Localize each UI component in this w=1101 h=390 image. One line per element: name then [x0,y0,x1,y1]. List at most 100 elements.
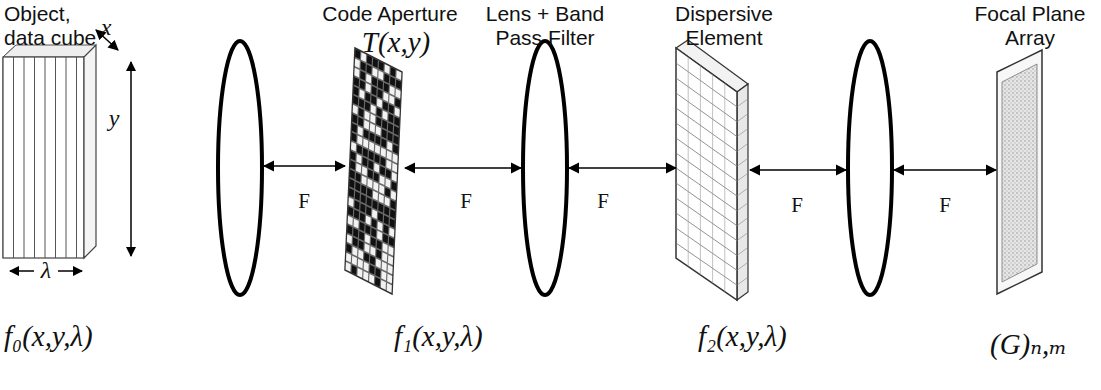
aperture-cell [362,166,367,176]
aperture-cell [355,49,360,59]
aperture-cell [371,228,376,238]
signal-label: f₂(x,y,λ) [698,320,868,352]
aperture-cell [374,163,379,173]
aperture-cell [383,92,388,102]
aperture-cell [385,64,390,74]
aperture-cell [390,209,395,219]
aperture-cell [369,132,374,142]
aperture-cell [369,141,374,151]
aperture-cell [372,209,377,219]
aperture-cell [370,246,375,256]
aperture-cell [357,135,362,145]
axis-label: x [96,14,116,41]
aperture-cell [351,132,356,142]
aperture-cell [368,169,373,179]
grating-line [737,143,748,151]
aperture-cell [365,101,370,111]
aperture-cell [371,104,376,114]
aperture-cell [389,227,394,237]
component-label: Dispersive Element [664,2,784,49]
aperture-cell [388,132,393,142]
aperture-cell [381,280,386,290]
aperture-cell [364,262,369,272]
aperture-cell [373,181,378,191]
aperture-cell [380,157,385,167]
aperture-cell [358,117,363,127]
aperture-cell [389,104,394,114]
aperture-cell [396,70,401,80]
aperture-cell [396,79,401,89]
data-cube [3,45,96,258]
aperture-cell [394,126,399,136]
aperture-cell [374,172,379,182]
aperture-cell [372,218,377,228]
aperture-cell [375,268,380,278]
aperture-cell [377,231,382,241]
aperture-cell [360,80,365,90]
aperture-cell [375,277,380,287]
aperture-cell [392,163,397,173]
axis-label: λ [34,257,58,284]
aperture-cell [382,252,387,262]
aperture-cell [383,234,388,244]
aperture-cell [383,101,388,111]
aperture-cell [354,86,359,96]
aperture-cell [379,184,384,194]
aperture-cell [390,67,395,77]
aperture-cell [376,117,381,127]
aperture-cell [377,107,382,117]
aperture-cell [358,259,363,269]
aperture-cell [359,98,364,108]
grating-line [737,99,748,107]
aperture-cell [392,172,397,182]
aperture-cell [357,268,362,278]
aperture-cell [386,169,391,179]
aperture-cell [352,246,357,256]
aperture-cell [350,160,355,170]
aperture-cell [387,141,392,151]
aperture-cell [349,188,354,198]
aperture-cell [359,240,364,250]
dispersive-element [676,40,748,300]
aperture-cell [390,218,395,228]
aperture-cell [375,135,380,145]
aperture-cell [380,175,385,185]
aperture-cell [373,191,378,201]
aperture-cell [383,243,388,253]
aperture-cell [375,144,380,154]
aperture-cell [368,160,373,170]
aperture-cell [388,113,393,123]
aperture-cell [393,135,398,145]
aperture-cell [346,253,351,263]
signal-label: f₀(x,y,λ) [4,320,174,352]
aperture-cell [362,175,367,185]
grating-line [737,203,748,211]
aperture-cell [353,105,358,115]
aperture-cell [389,237,394,247]
aperture-cell [366,83,371,93]
component-label: Code Aperture [305,2,475,26]
aperture-cell [348,216,353,226]
aperture-cell [388,255,393,265]
aperture-cell [349,179,354,189]
grating-line [737,247,748,255]
aperture-cell [351,265,356,275]
aperture-cell [384,83,389,93]
lens [523,41,567,295]
focal-distance-arrow [894,169,996,171]
aperture-cell [353,228,358,238]
lens [848,41,892,295]
aperture-cell [378,203,383,213]
cube-slices [14,57,77,258]
aperture-cell [377,240,382,250]
aperture-cell [364,129,369,139]
aperture-cell [379,61,384,71]
aperture-cell [393,153,398,163]
aperture-cell [363,148,368,158]
aperture-cell [367,197,372,207]
aperture-cell [364,252,369,262]
grating-line [737,114,748,122]
aperture-cell [384,73,389,83]
